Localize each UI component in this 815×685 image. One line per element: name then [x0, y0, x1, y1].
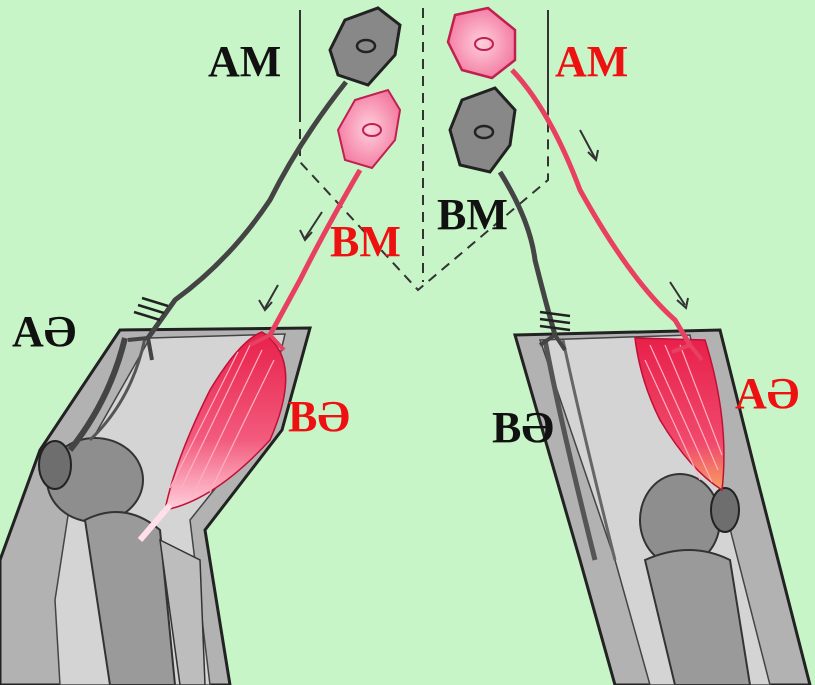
- left-be-label: BƏ: [288, 395, 350, 439]
- left-am-label: AM: [208, 40, 281, 84]
- right-bm-label: BM: [437, 193, 508, 237]
- right-be-label: BƏ: [492, 406, 554, 450]
- right-am-label: AM: [555, 40, 628, 84]
- right-ae-label: AƏ: [735, 372, 799, 416]
- left-bm-label: BM: [330, 220, 401, 264]
- left-ae-label: AƏ: [12, 310, 76, 354]
